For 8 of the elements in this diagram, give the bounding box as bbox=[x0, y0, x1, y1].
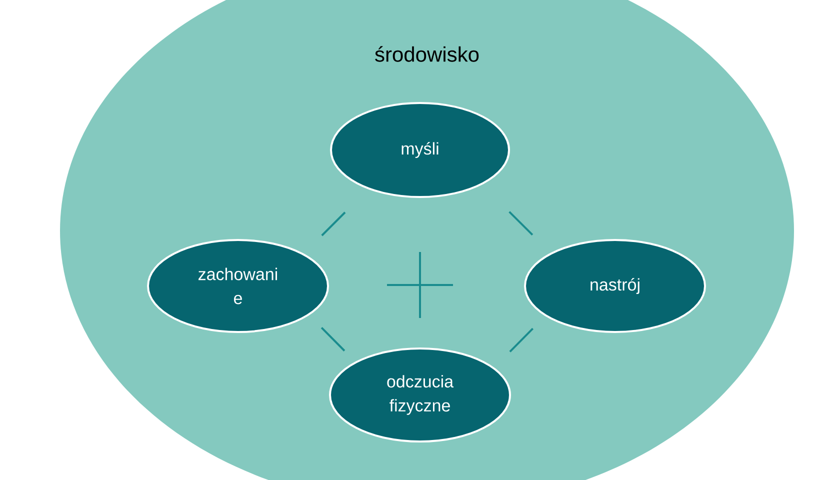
connector-line bbox=[320, 326, 346, 352]
oval-node: zachowani e bbox=[147, 239, 329, 333]
oval-node: odczucia fizyczne bbox=[329, 348, 511, 442]
oval-node: myśli bbox=[330, 102, 510, 198]
connector-line bbox=[321, 212, 346, 236]
connector-line bbox=[509, 328, 534, 352]
oval-node: nastrój bbox=[524, 239, 706, 333]
connector-line bbox=[508, 211, 534, 236]
